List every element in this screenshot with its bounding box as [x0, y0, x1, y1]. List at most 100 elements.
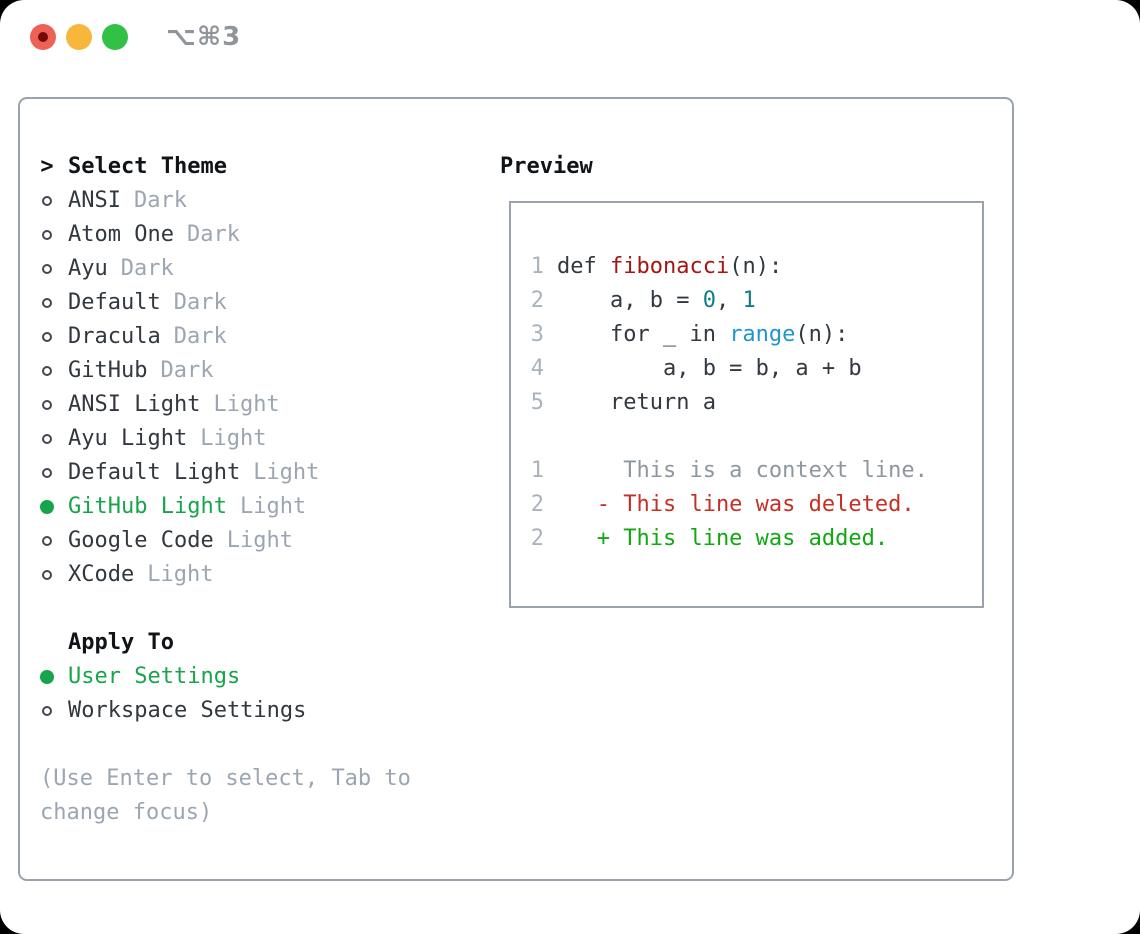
apply-option-label: User Settings	[68, 664, 241, 689]
code-line: 3 for _ in range(n):	[530, 318, 974, 352]
theme-variant-label: Dark	[120, 256, 174, 281]
theme-variant-label: Dark	[173, 324, 227, 349]
diff-line-context: 1 This is a context line.	[530, 454, 974, 488]
radio-unselected-icon	[40, 524, 54, 558]
radio-selected-icon	[40, 490, 54, 524]
diff-line-deleted: 2 - This line was deleted.	[530, 488, 974, 522]
line-number: 3	[530, 322, 544, 347]
theme-option-label: Ayu	[68, 256, 108, 281]
line-number: 4	[530, 356, 544, 381]
theme-option-label: Dracula	[68, 324, 161, 349]
theme-variant-label: Light	[239, 494, 307, 519]
code-line: 1 def fibonacci(n):	[530, 250, 974, 284]
theme-variant-label: Light	[213, 392, 280, 417]
close-button[interactable]	[30, 24, 56, 50]
apply-option-label: Workspace Settings	[68, 698, 307, 723]
theme-option-github[interactable]: GitHub Dark	[40, 354, 411, 388]
theme-option-google-code[interactable]: Google Code Light	[40, 524, 411, 558]
radio-unselected-icon	[40, 558, 54, 592]
line-content: - This line was deleted.	[557, 492, 915, 517]
spacer	[40, 592, 411, 626]
theme-option-atom-one[interactable]: Atom One Dark	[40, 218, 411, 252]
code-line: 2 a, b = 0, 1	[530, 284, 974, 318]
theme-variant-label: Dark	[173, 290, 227, 315]
radio-unselected-icon	[40, 694, 54, 728]
theme-option-ansi-light[interactable]: ANSI Light Light	[40, 388, 411, 422]
maximize-button[interactable]	[102, 24, 128, 50]
code-line: 5 return a	[530, 386, 974, 420]
line-number: 1	[530, 254, 544, 279]
radio-selected-icon	[40, 660, 54, 694]
theme-list-header-label: Select Theme	[68, 154, 227, 179]
theme-option-label: XCode	[68, 562, 135, 587]
radio-unselected-icon	[40, 320, 54, 354]
theme-option-ayu-light[interactable]: Ayu Light Light	[40, 422, 411, 456]
theme-option-github-light[interactable]: GitHub Light Light	[40, 490, 411, 524]
theme-option-ayu[interactable]: Ayu Dark	[40, 252, 411, 286]
theme-option-dracula[interactable]: Dracula Dark	[40, 320, 411, 354]
line-number: 5	[530, 390, 544, 415]
line-number: 2	[530, 492, 544, 517]
radio-unselected-icon	[40, 354, 54, 388]
minimize-button[interactable]	[66, 24, 92, 50]
theme-variant-label: Light	[147, 562, 214, 587]
theme-variant-label: Dark	[133, 188, 187, 213]
theme-option-label: Default Light	[68, 460, 241, 485]
theme-option-label: ANSI Light	[68, 392, 201, 417]
theme-list-header: > Select Theme	[40, 150, 411, 184]
close-button-dot	[38, 32, 48, 42]
apply-to-marker-space	[40, 626, 54, 660]
line-content: a, b = 0, 1	[557, 288, 756, 313]
radio-unselected-icon	[40, 422, 54, 456]
line-content: return a	[557, 390, 716, 415]
diff-line-added: 2 + This line was added.	[530, 522, 974, 556]
line-number: 2	[530, 526, 544, 551]
radio-unselected-icon	[40, 286, 54, 320]
radio-unselected-icon	[40, 388, 54, 422]
radio-unselected-icon	[40, 456, 54, 490]
radio-unselected-icon	[40, 184, 54, 218]
line-content: def fibonacci(n):	[557, 254, 783, 279]
keyboard-hint: change focus)	[40, 800, 213, 825]
theme-variant-label: Light	[226, 528, 293, 553]
theme-variant-label: Dark	[186, 222, 240, 247]
preview-heading: Preview	[500, 154, 593, 179]
line-content: This is a context line.	[557, 458, 928, 483]
line-number: 2	[530, 288, 544, 313]
titlebar: ⌥⌘3	[0, 0, 1140, 74]
theme-option-label: Atom One	[68, 222, 174, 247]
code-line: 4 a, b = b, a + b	[530, 352, 974, 386]
apply-to-label: Apply To	[68, 630, 174, 655]
theme-option-label: GitHub Light	[68, 494, 227, 519]
blank-line	[530, 420, 974, 454]
theme-option-label: Google Code	[68, 528, 214, 553]
theme-option-ansi[interactable]: ANSI Dark	[40, 184, 411, 218]
theme-option-xcode[interactable]: XCode Light	[40, 558, 411, 592]
keyboard-hint: (Use Enter to select, Tab to	[40, 766, 411, 791]
apply-to-header: Apply To	[40, 626, 411, 660]
window-title: ⌥⌘3	[166, 22, 242, 52]
theme-variant-label: Light	[200, 426, 267, 451]
theme-variant-label: Dark	[160, 358, 214, 383]
line-number: 1	[530, 458, 544, 483]
spacer	[40, 728, 411, 762]
line-content: a, b = b, a + b	[557, 356, 862, 381]
selection-cursor-icon: >	[40, 150, 54, 184]
theme-option-label: ANSI	[68, 188, 121, 213]
apply-option-workspace-settings[interactable]: Workspace Settings	[40, 694, 411, 728]
line-content: for _ in range(n):	[557, 322, 849, 347]
theme-option-label: Default	[68, 290, 161, 315]
theme-option-label: Ayu Light	[68, 426, 188, 451]
radio-unselected-icon	[40, 218, 54, 252]
theme-option-default[interactable]: Default Dark	[40, 286, 411, 320]
theme-option-label: GitHub	[68, 358, 148, 383]
line-content: + This line was added.	[557, 526, 889, 551]
apply-option-user-settings[interactable]: User Settings	[40, 660, 411, 694]
cursor-glyph: >	[40, 154, 54, 179]
